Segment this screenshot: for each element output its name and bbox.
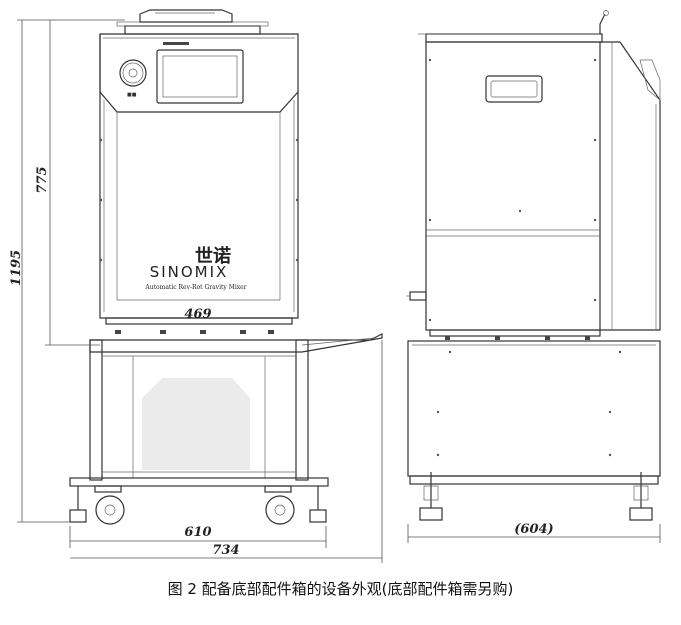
dim-height-body: 775 <box>35 166 50 193</box>
cabinet-base-frame <box>69 477 329 487</box>
brand-chinese: 世诺 <box>195 245 231 267</box>
front-dimensions: 1195 775 469 610 734 <box>9 19 383 563</box>
side-leveling-feet <box>419 472 653 521</box>
dim-depth-base: (604) <box>514 522 553 537</box>
technical-drawing: ■■ 世诺 SINOMIX Automatic Rev-Rot Gravity … <box>9 9 661 563</box>
top-lid-plate <box>124 25 261 35</box>
side-view <box>406 10 661 521</box>
dim-height-total: 1195 <box>9 250 24 286</box>
side-main-body <box>425 41 601 331</box>
figure-caption: 图 2 配备底部配件箱的设备外观(底部配件箱需另购) <box>167 580 514 598</box>
control-panel-outline <box>99 34 299 113</box>
side-base-cabinet <box>407 340 661 477</box>
main-body <box>99 33 299 319</box>
cabinet-left-post <box>89 339 103 481</box>
side-window <box>485 75 543 103</box>
brand-product: Automatic Rev-Rot Gravity Mixer <box>144 284 246 291</box>
side-dimensions: (604) <box>407 522 661 543</box>
dim-width-base: 610 <box>184 525 211 540</box>
side-front-section <box>600 41 661 331</box>
side-feet-strip <box>429 329 601 337</box>
knob-label: ■■ <box>127 92 137 98</box>
dim-width-body: 469 <box>184 307 211 322</box>
ghost-silhouette <box>142 378 250 470</box>
control-knob <box>119 59 147 87</box>
caster-wheels <box>94 485 295 525</box>
leveling-feet <box>69 486 327 523</box>
cabinet-right-post <box>295 339 309 481</box>
front-view: ■■ 世诺 SINOMIX Automatic Rev-Rot Gravity … <box>69 9 383 525</box>
body-feet-strip <box>105 317 293 325</box>
side-lid-hinge <box>599 13 606 34</box>
side-connector <box>409 291 427 301</box>
panel-logo <box>163 42 189 45</box>
touch-screen <box>156 49 244 104</box>
brand-name: SINOMIX <box>150 263 229 281</box>
side-top-plate <box>425 33 603 43</box>
dim-width-overall: 734 <box>212 543 239 558</box>
lid-handle <box>139 9 233 23</box>
cabinet-top-frame <box>89 333 383 353</box>
side-base-frame <box>409 475 659 485</box>
